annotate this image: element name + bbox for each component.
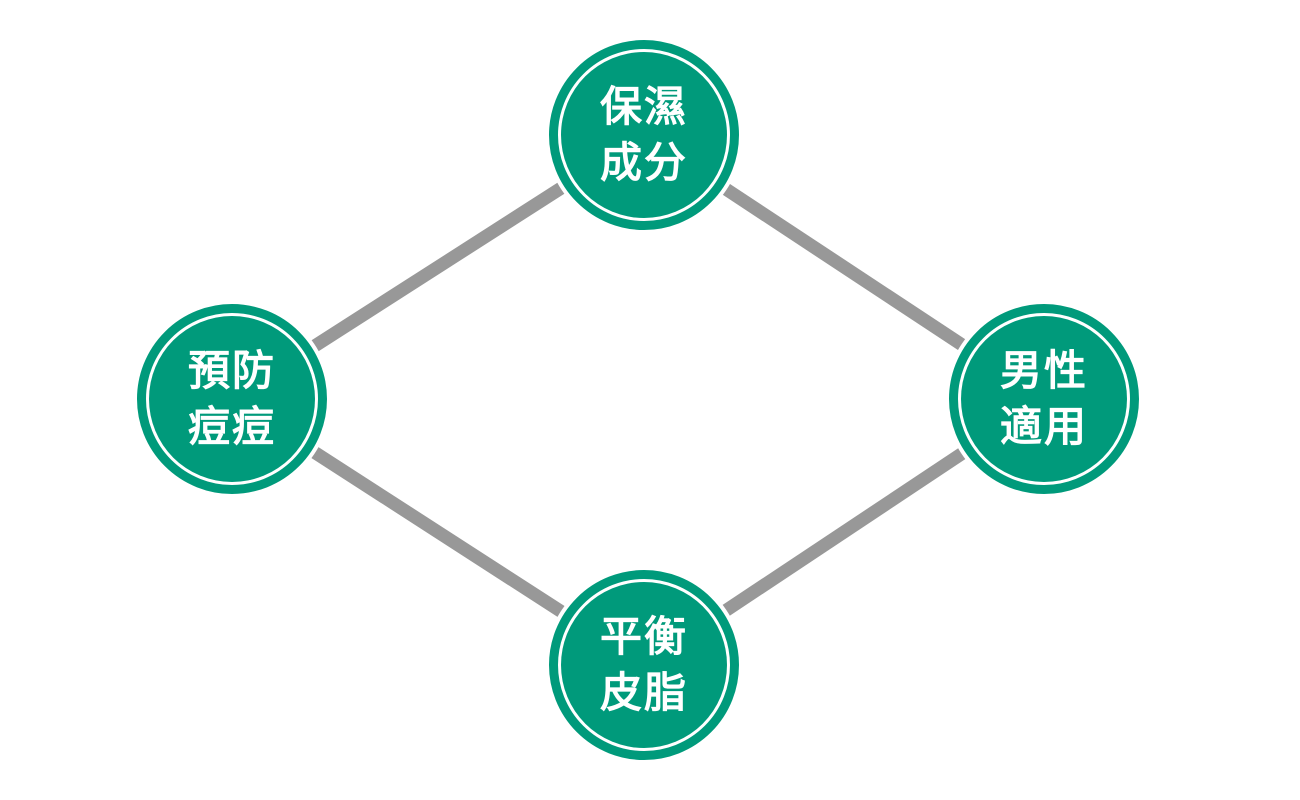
node-for-men: 男性 適用 — [945, 300, 1143, 498]
node-label-line2: 皮脂 — [599, 668, 688, 717]
node-label-line2: 痘痘 — [187, 402, 276, 451]
node-ring: 預防 痘痘 — [137, 304, 327, 494]
node-label-line2: 適用 — [999, 402, 1088, 451]
node-circle: 平衡 皮脂 — [561, 582, 727, 748]
node-circle: 男性 適用 — [961, 316, 1127, 482]
node-ring: 保濕 成分 — [549, 40, 739, 230]
node-sebum-balance: 平衡 皮脂 — [545, 566, 743, 764]
node-label-line1: 男性 — [999, 346, 1088, 395]
node-ring: 男性 適用 — [949, 304, 1139, 494]
node-acne-prevention: 預防 痘痘 — [133, 300, 331, 498]
node-ring: 平衡 皮脂 — [549, 570, 739, 760]
node-label-line2: 成分 — [599, 138, 688, 187]
node-circle: 保濕 成分 — [561, 52, 727, 218]
node-label-line1: 預防 — [187, 346, 276, 395]
node-circle: 預防 痘痘 — [149, 316, 315, 482]
node-label-line1: 保濕 — [599, 82, 688, 131]
node-moisturizing-ingredients: 保濕 成分 — [545, 36, 743, 234]
node-label-line1: 平衡 — [599, 612, 688, 661]
